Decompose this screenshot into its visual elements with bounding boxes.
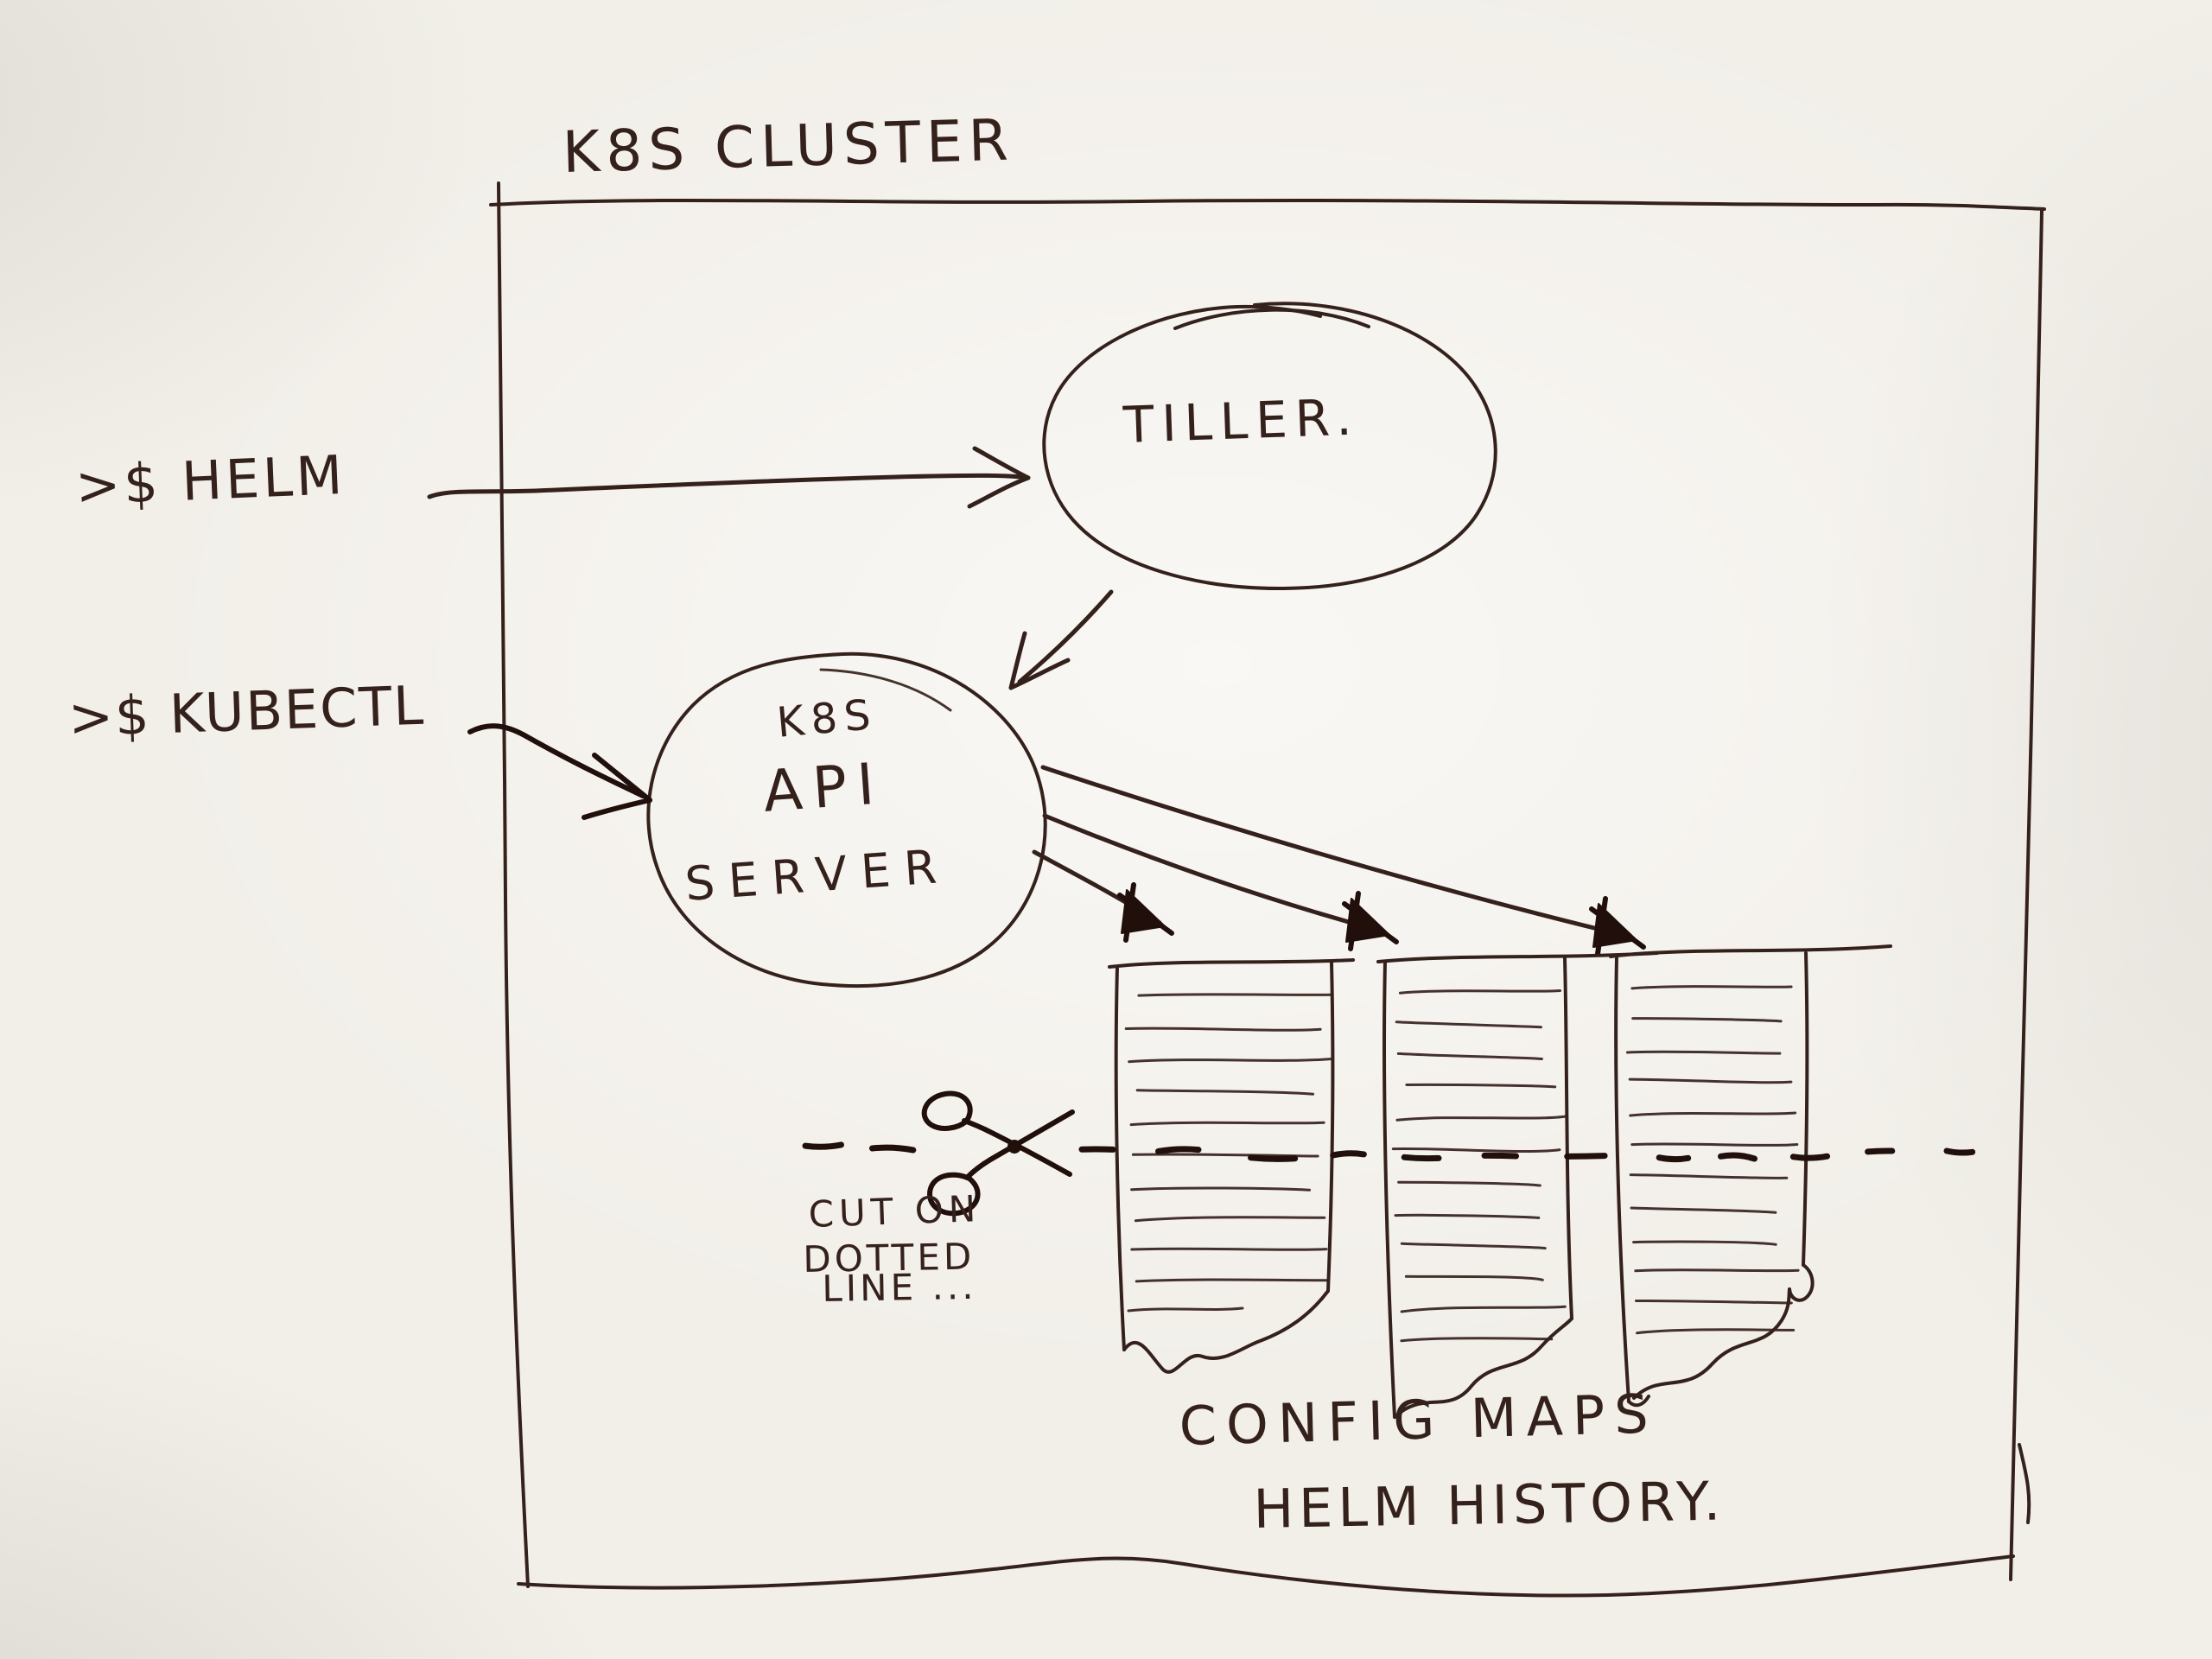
sketch-stroke	[1630, 985, 1793, 990]
config-map-ruled-lines	[1626, 985, 1800, 1335]
sketch-stroke	[1630, 1206, 1777, 1214]
sketch-stroke	[1124, 1027, 1322, 1032]
sketch-stroke	[1135, 1089, 1315, 1096]
sketch-stroke	[1404, 1274, 1544, 1281]
sketch-stroke	[1396, 1052, 1543, 1060]
sketch-stroke	[1330, 1150, 1367, 1159]
sketch-stroke	[869, 1144, 917, 1154]
api-server-label-line1: K8S	[774, 690, 880, 747]
arrow-to-configmap-2	[1042, 813, 1385, 934]
sketch-stroke	[1630, 1142, 1799, 1147]
helm-command-label: >$ HELM	[73, 442, 347, 518]
sketch-stroke	[1718, 1152, 1758, 1162]
sketch-stroke	[1631, 1017, 1783, 1023]
sketch-stroke	[1155, 1146, 1202, 1154]
sketch-stroke	[1394, 1213, 1541, 1219]
sketch-stroke	[1128, 1058, 1332, 1064]
sketch-stroke	[1656, 1154, 1692, 1163]
tiller-to-api-arrow	[1008, 589, 1114, 690]
api-to-configmaps-arrows	[1032, 765, 1646, 957]
kubectl-arrow	[467, 723, 652, 820]
api-server-node	[646, 652, 1047, 988]
sketch-stroke	[1400, 1337, 1554, 1343]
sketch-stroke	[1405, 1083, 1557, 1089]
sketch-stroke	[1134, 1216, 1326, 1223]
config-map-ruled-lines	[1124, 993, 1333, 1313]
sketch-stroke	[1628, 1077, 1793, 1084]
configmaps-caption-line2: HELM HISTORY.	[1252, 1469, 1726, 1541]
cluster-box	[489, 181, 2046, 1598]
arrow-to-configmap-3	[1040, 765, 1632, 939]
sketch-stroke	[1636, 1328, 1796, 1335]
sketch-stroke	[1130, 1186, 1311, 1192]
sketch-stroke	[1789, 1153, 1831, 1161]
sketch-stroke	[1481, 1152, 1519, 1160]
config-map-doc-1	[1108, 958, 1355, 1374]
sketch-stroke	[1629, 1111, 1797, 1117]
helm-arrow	[427, 446, 1031, 509]
sketch-stroke	[1395, 1020, 1542, 1029]
sketch-stroke	[1127, 1306, 1244, 1313]
sketch-stroke	[1400, 1242, 1547, 1250]
config-map-doc-3	[1609, 944, 1892, 1408]
sketch-stroke	[1398, 989, 1561, 995]
sketch-stroke	[1131, 1153, 1319, 1158]
sketch-stroke	[1865, 1147, 1896, 1155]
sketch-stroke	[1248, 1154, 1299, 1162]
cut-dashed-line	[802, 1141, 1976, 1163]
cluster-title: K8S CLUSTER	[561, 106, 1015, 186]
sketch-stroke	[1634, 1268, 1800, 1273]
sketch-stroke	[1401, 1154, 1442, 1162]
config-map-ruled-lines	[1391, 989, 1567, 1343]
sketch-stroke	[1629, 1173, 1789, 1179]
tiller-node	[1042, 302, 1497, 591]
sketch-stroke	[1635, 1299, 1793, 1305]
sketch-stroke	[1626, 1050, 1782, 1055]
sketch-stroke	[1129, 1121, 1325, 1127]
config-map-doc-2	[1376, 951, 1659, 1419]
kubectl-command-label: >$ KUBECTL	[67, 673, 427, 749]
sketch-stroke	[1395, 1115, 1567, 1122]
sketch-stroke	[1943, 1147, 1976, 1156]
tiller-node-label: TILLER.	[1122, 387, 1361, 454]
sketch-stroke	[1564, 1153, 1608, 1160]
sketch-stroke	[1632, 1240, 1777, 1246]
sketch-stroke	[1135, 1278, 1328, 1283]
api-server-label-line2: API	[760, 750, 887, 825]
cut-note-line3: LINE ...	[821, 1264, 977, 1310]
configmaps-caption-line1: CONFIG MAPS	[1178, 1382, 1659, 1458]
scissors-icon	[921, 1090, 1075, 1217]
sketch-stroke	[802, 1141, 844, 1150]
cut-note-line1: CUT ON	[807, 1187, 982, 1236]
sketch-stroke	[1397, 1180, 1541, 1187]
sketch-stroke	[1391, 1147, 1561, 1153]
sketch-stroke	[1400, 1305, 1567, 1313]
